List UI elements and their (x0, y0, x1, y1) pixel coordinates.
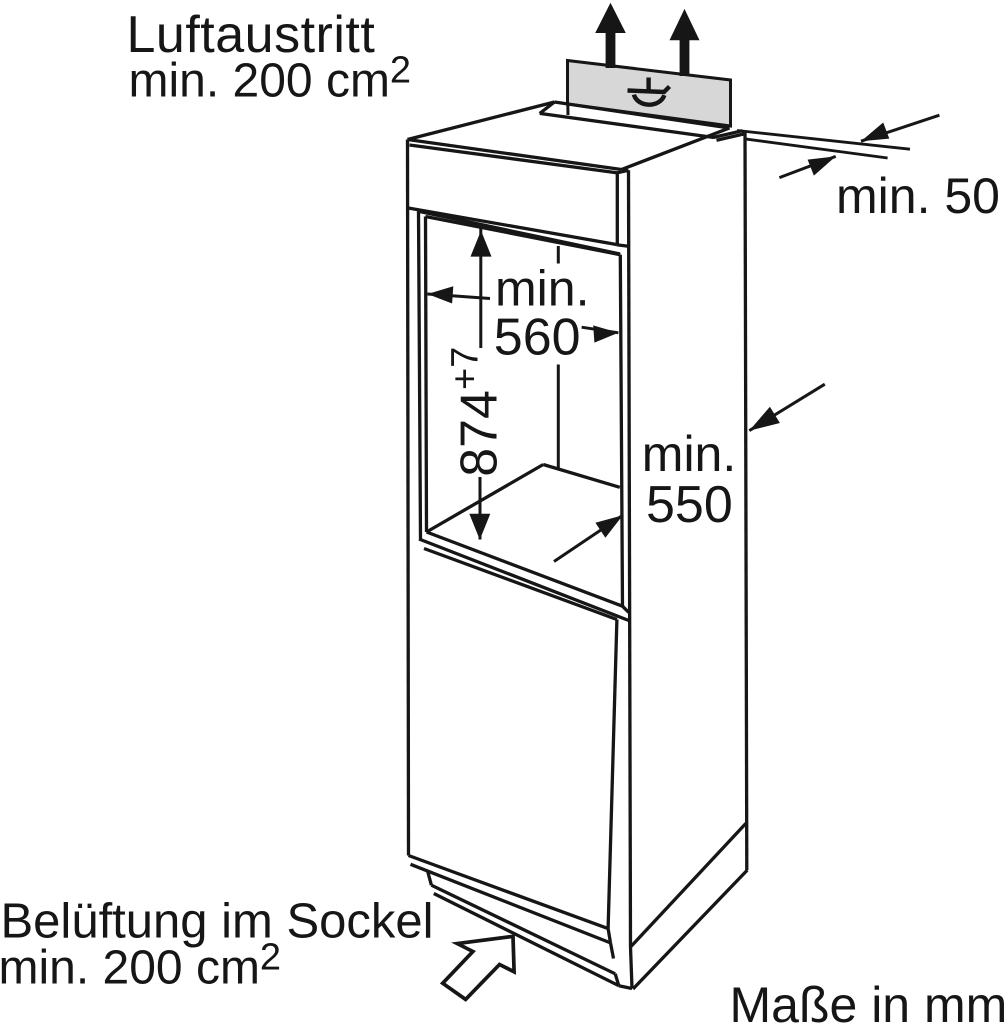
svg-text:550: 550 (646, 476, 733, 534)
svg-text:min. 50: min. 50 (836, 168, 1000, 224)
svg-text:Belüftung im Sockel: Belüftung im Sockel (1, 895, 434, 949)
svg-text:min. 200 cm2: min. 200 cm2 (129, 50, 412, 108)
svg-text:min.: min. (495, 261, 589, 317)
svg-text:min. 200 cm2: min. 200 cm2 (0, 937, 281, 995)
svg-text:Maße in mm: Maße in mm (730, 977, 1008, 1024)
svg-text:874+7: 874+7 (445, 347, 509, 477)
svg-text:Luftaustritt: Luftaustritt (127, 6, 376, 64)
svg-text:min.: min. (642, 426, 736, 482)
svg-text:560: 560 (494, 309, 581, 367)
